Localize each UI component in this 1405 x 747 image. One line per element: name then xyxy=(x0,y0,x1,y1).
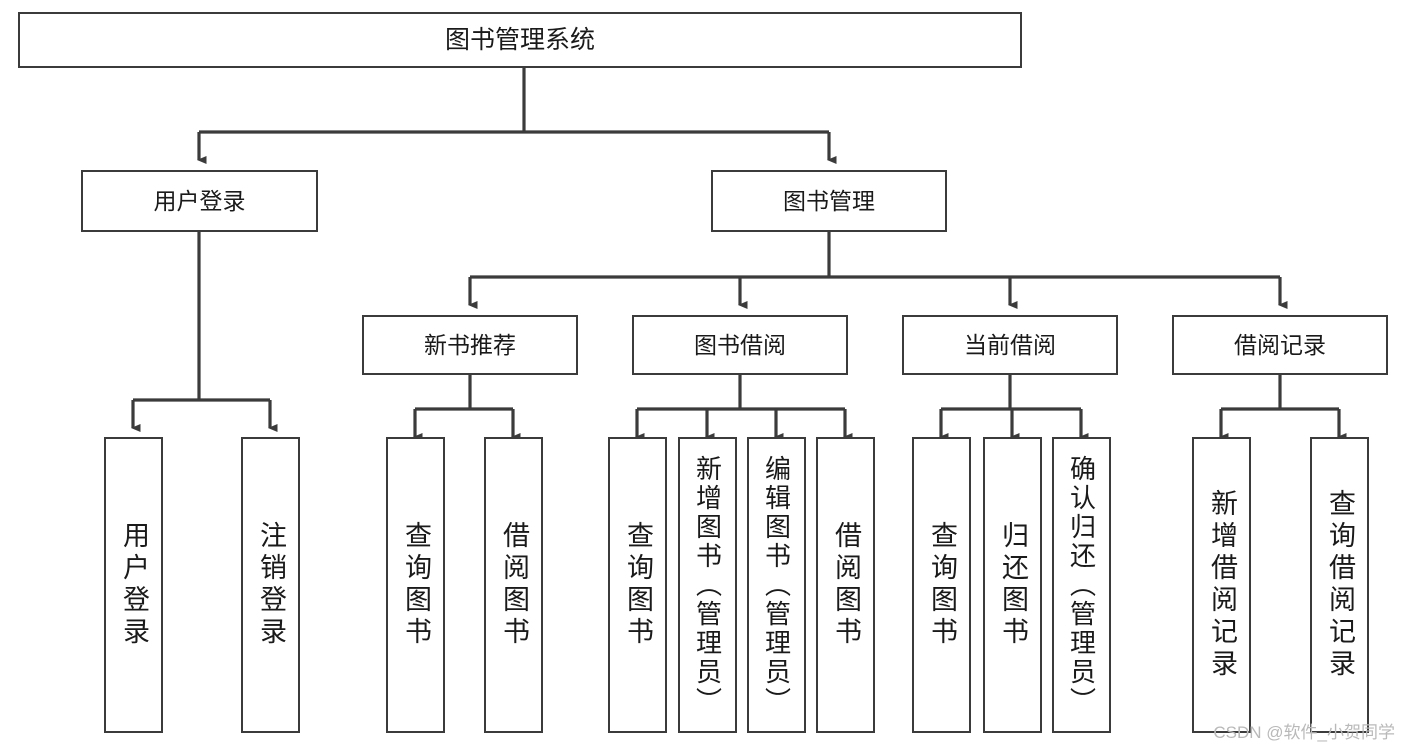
node-label-leaf-borrow-book-rec: 借阅图书 xyxy=(499,521,529,649)
node-leaf-add-book-admin[interactable]: 新增图书（管理员） xyxy=(678,437,737,733)
node-leaf-query-book-rec[interactable]: 查询图书 xyxy=(386,437,445,733)
node-label-user-login: 用户登录 xyxy=(153,187,246,214)
node-leaf-edit-book-admin[interactable]: 编辑图书（管理员） xyxy=(747,437,806,733)
node-user-login[interactable]: 用户登录 xyxy=(81,170,318,232)
node-leaf-borrow-book[interactable]: 借阅图书 xyxy=(816,437,875,733)
connector-lines xyxy=(131,68,1347,442)
node-leaf-borrow-book-rec[interactable]: 借阅图书 xyxy=(484,437,543,733)
node-leaf-logout-login[interactable]: 注销登录 xyxy=(241,437,300,733)
node-leaf-query-book-borrow[interactable]: 查询图书 xyxy=(608,437,667,733)
node-label-leaf-logout-login: 注销登录 xyxy=(256,521,286,649)
node-label-current-borrow: 当前借阅 xyxy=(964,331,1056,358)
node-new-book-recommend[interactable]: 新书推荐 xyxy=(362,315,578,375)
node-leaf-query-book-current[interactable]: 查询图书 xyxy=(912,437,971,733)
node-label-leaf-add-borrow-record: 新增借阅记录 xyxy=(1207,489,1237,681)
node-label-root: 图书管理系统 xyxy=(444,25,595,54)
node-label-borrow-record: 借阅记录 xyxy=(1234,331,1326,358)
node-leaf-confirm-return-admin[interactable]: 确认归还（管理员） xyxy=(1052,437,1111,733)
node-label-leaf-confirm-return-admin: 确认归还（管理员） xyxy=(1066,454,1097,716)
node-current-borrow[interactable]: 当前借阅 xyxy=(902,315,1118,375)
node-root-system[interactable]: 图书管理系统 xyxy=(18,12,1022,68)
node-leaf-query-borrow-record[interactable]: 查询借阅记录 xyxy=(1310,437,1369,733)
node-label-book-borrow: 图书借阅 xyxy=(694,331,786,358)
node-borrow-record[interactable]: 借阅记录 xyxy=(1172,315,1388,375)
node-label-leaf-borrow-book: 借阅图书 xyxy=(831,521,861,649)
node-leaf-add-borrow-record[interactable]: 新增借阅记录 xyxy=(1192,437,1251,733)
node-book-borrow[interactable]: 图书借阅 xyxy=(632,315,848,375)
node-leaf-return-book[interactable]: 归还图书 xyxy=(983,437,1042,733)
node-label-leaf-add-book-admin: 新增图书（管理员） xyxy=(692,454,723,716)
node-leaf-user-login[interactable]: 用户登录 xyxy=(104,437,163,733)
node-label-new-book-recommend: 新书推荐 xyxy=(424,331,516,358)
node-label-leaf-user-login: 用户登录 xyxy=(119,521,149,649)
node-label-leaf-query-book-current: 查询图书 xyxy=(927,521,957,649)
node-label-leaf-query-borrow-record: 查询借阅记录 xyxy=(1325,489,1355,681)
node-label-leaf-query-book-borrow: 查询图书 xyxy=(623,521,653,649)
node-label-leaf-return-book: 归还图书 xyxy=(998,521,1028,649)
node-book-manage[interactable]: 图书管理 xyxy=(711,170,947,232)
node-label-leaf-edit-book-admin: 编辑图书（管理员） xyxy=(761,454,792,716)
node-label-leaf-query-book-rec: 查询图书 xyxy=(401,521,431,649)
node-label-book-manage: 图书管理 xyxy=(783,187,875,214)
